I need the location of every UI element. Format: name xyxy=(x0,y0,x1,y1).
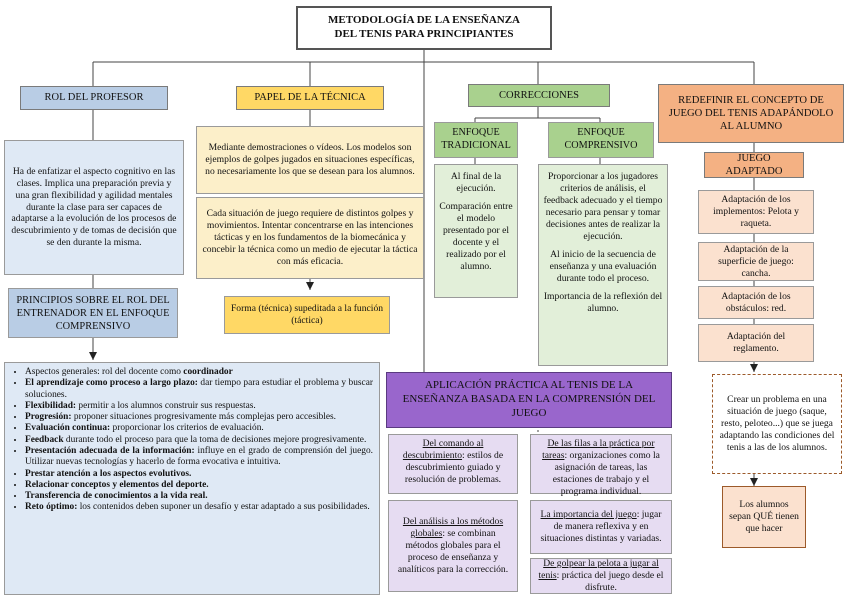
principio-item: El aprendizaje como proceso a largo plaz… xyxy=(25,378,373,401)
comprensivo-item-1: Proporcionar a los jugadores criterios d… xyxy=(543,171,663,242)
rol-profesor-description: Ha de enfatizar el aspecto cognitivo en … xyxy=(11,165,177,249)
aplicacion-item-3: Del análisis a los métodos globales: se … xyxy=(388,500,518,592)
aplicacion-item-4-text: : jugar de manera reflexiva y en situaci… xyxy=(540,509,662,544)
tradicional-item-1: Al final de la ejecución. xyxy=(450,171,502,194)
correcciones-header: CORRECCIONES xyxy=(468,84,610,107)
tecnica-text2-content: Cada situación de juego requiere de dist… xyxy=(202,208,418,267)
principio-item: Relacionar conceptos y elementos del dep… xyxy=(25,480,373,491)
principio-item: Aspectos generales: rol del docente como… xyxy=(25,367,373,378)
principio-text: proponer situaciones progresivamente más… xyxy=(71,412,337,423)
enfoque-tradicional-text: Al final de la ejecución. Comparación en… xyxy=(434,164,518,298)
crear-problema: Crear un problema en una situación de ju… xyxy=(712,374,842,474)
principio-item: Prestar atención a los aspectos evolutiv… xyxy=(25,469,373,480)
juego-adaptado-header: JUEGO ADAPTADO xyxy=(704,152,804,178)
tradicional-item-2: Comparación entre el modelo presentado p… xyxy=(439,200,513,272)
comprensivo-item-2: Al inicio de la secuencia de enseñanza y… xyxy=(549,248,657,284)
principio-bold: Flexibilidad: xyxy=(25,400,77,411)
principio-bold: Evaluación continua: xyxy=(25,423,111,434)
adaptacion-reglamento: Adaptación del reglamento. xyxy=(698,324,814,362)
aplicacion-item-3-title: Del análisis a los métodos globales xyxy=(402,516,504,540)
principio-item: Reto óptimo: los contenidos deben supone… xyxy=(25,502,373,513)
main-title: METODOLOGÍA DE LA ENSEÑANZA DEL TENIS PA… xyxy=(296,6,552,50)
aplicacion-item-2-text: : organizaciones como la asignación de t… xyxy=(552,449,660,497)
enfoque-tradicional-header: ENFOQUE TRADICIONAL xyxy=(434,122,518,158)
rol-profesor-header: ROL DEL PROFESOR xyxy=(20,86,168,110)
rol-profesor-text: Ha de enfatizar el aspecto cognitivo en … xyxy=(4,140,184,275)
principio-text: permitir a los alumnos construir sus res… xyxy=(76,400,256,411)
principio-bold: Relacionar conceptos y elementos del dep… xyxy=(25,479,209,490)
principio-bold: Presentación adecuada de la información: xyxy=(25,445,195,456)
aplicacion-header: APLICACIÓN PRÁCTICA AL TENIS DE LA ENSEÑ… xyxy=(386,372,672,428)
aplicacion-item-5-title: De golpear la pelota a jugar al tenis xyxy=(538,558,659,582)
principio-text: dar tiempo para estudiar el problema y b… xyxy=(25,378,373,400)
aplicacion-item-4: La importancia del juego: jugar de maner… xyxy=(530,500,672,554)
enfoque-comprensivo-header: ENFOQUE COMPRENSIVO xyxy=(548,122,654,158)
aplicacion-item-1-title: Del comando al descubrimiento xyxy=(402,438,484,461)
principio-bold: Prestar atención a los aspectos evolutiv… xyxy=(25,468,192,479)
principio-bold: El aprendizaje como proceso a largo plaz… xyxy=(25,378,198,389)
main-title-line1: METODOLOGÍA DE LA ENSEÑANZA xyxy=(327,14,521,27)
principio-text: influye en el grado de comprensión del j… xyxy=(25,445,373,468)
principio-item: Transferencia de conocimientos a la vida… xyxy=(25,491,373,502)
tecnica-text3-content: Forma (técnica) supeditada a la función … xyxy=(230,303,384,326)
aplicacion-item-3-text: : se combinan métodos globales para el p… xyxy=(397,528,509,575)
principio-bold-after: coordinador xyxy=(183,367,233,377)
principio-text: proporcionar los criterios de evaluación… xyxy=(110,423,264,434)
adaptacion-implementos: Adaptación de los implementos: Pelota y … xyxy=(698,190,814,234)
principio-item: Evaluación continua: proporcionar los cr… xyxy=(25,423,373,434)
tecnica-text1: Mediante demostraciones o vídeos. Los mo… xyxy=(196,126,424,194)
principio-item: Flexibilidad: permitir a los alumnos con… xyxy=(25,401,373,412)
enfoque-comprensivo-text: Proporcionar a los jugadores criterios d… xyxy=(538,164,668,366)
alumnos-sepan: Los alumnos sepan QUÉ tienen que hacer xyxy=(722,486,806,548)
principio-item: Progresión: proponer situaciones progres… xyxy=(25,412,373,423)
aplicacion-item-4-title: La importancia del juego xyxy=(540,509,637,521)
aplicacion-item-1-text: : estilos de descubrimiento guiado y res… xyxy=(404,449,504,485)
comprensivo-item-3: Importancia de la reflexión del alumno. xyxy=(543,290,663,314)
tecnica-text3: Forma (técnica) supeditada a la función … xyxy=(224,296,390,334)
tecnica-text1-content: Mediante demostraciones o vídeos. Los mo… xyxy=(205,142,415,177)
principio-bold: Transferencia de conocimientos a la vida… xyxy=(25,491,208,502)
redefinir-header: REDEFINIR EL CONCEPTO DE JUEGO DEL TENIS… xyxy=(658,84,844,143)
aplicacion-item-1: Del comando al descubrimiento: estilos d… xyxy=(388,434,518,494)
principio-bold: Reto óptimo: xyxy=(25,502,78,513)
principio-text: Aspectos generales: rol del docente como xyxy=(25,367,184,377)
tecnica-header: PAPEL DE LA TÉCNICA xyxy=(236,86,384,110)
principio-bold: Feedback xyxy=(25,434,64,445)
adaptacion-superficie: Adaptación de la superficie de juego: ca… xyxy=(698,242,814,281)
principio-bold: Progresión: xyxy=(25,412,72,423)
principio-text: durante todo el proceso para que la toma… xyxy=(63,434,367,445)
adaptacion-obstaculos: Adaptación de los obstáculos: red. xyxy=(698,286,814,319)
principio-text: los contenidos deben suponer un desafío … xyxy=(77,502,370,513)
principio-item: Feedback durante todo el proceso para qu… xyxy=(25,435,373,446)
principios-list-box: Aspectos generales: rol del docente como… xyxy=(4,362,380,595)
aplicacion-item-5-text: : práctica del juego desde el disfrute. xyxy=(556,570,664,593)
aplicacion-item-5: De golpear la pelota a jugar al tenis: p… xyxy=(530,558,672,594)
aplicacion-item-2-title: De las filas a la práctica por tareas xyxy=(542,438,655,461)
principio-item: Presentación adecuada de la información:… xyxy=(25,446,373,469)
principios-list: Aspectos generales: rol del docente como… xyxy=(11,367,373,514)
tecnica-text2: Cada situación de juego requiere de dist… xyxy=(196,197,424,279)
aplicacion-item-2: De las filas a la práctica por tareas: o… xyxy=(530,434,672,497)
main-title-line2: DEL TENIS PARA PRINCIPIANTES xyxy=(334,28,514,40)
principios-header: PRINCIPIOS SOBRE EL ROL DEL ENTRENADOR E… xyxy=(8,288,178,338)
